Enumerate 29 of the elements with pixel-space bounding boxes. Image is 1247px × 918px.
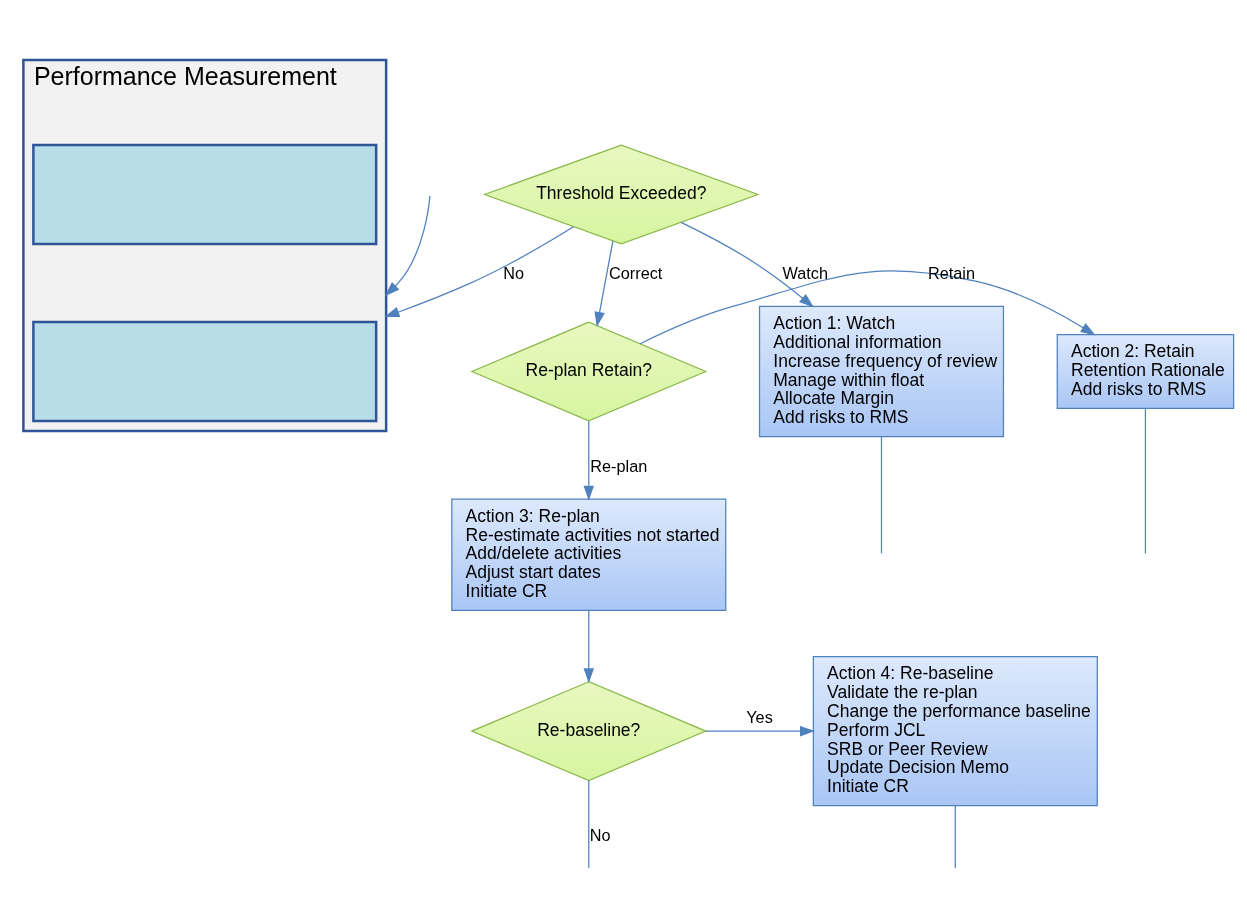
connector [588, 779, 590, 869]
node-box [32, 143, 378, 245]
edge-label: Retain [928, 263, 976, 282]
node-diamond: Re-plan Retain? [470, 320, 708, 422]
arrow [680, 221, 814, 308]
node-box [32, 320, 378, 422]
connector [954, 804, 956, 869]
arrow [583, 420, 595, 501]
arrow [705, 725, 816, 736]
edge-label: Re-plan [590, 456, 648, 475]
node-box: Action 1: Watch Additional information Increase frequency of review Manage within float Allocate Margin Add risks to RMS [758, 305, 1005, 437]
node-diamond: Threshold Exceeded? [482, 143, 760, 245]
node-box: Action 4: Re-baseline Validate the re-plan Change the performance baseline Perform JCL SRB or Peer Review Update Decision Memo Initiate CR [812, 655, 1098, 806]
edge-label: Correct [609, 263, 663, 282]
edge-label: Yes [746, 707, 773, 726]
arrow [594, 240, 614, 327]
edge-label: Watch [782, 263, 828, 282]
node-diamond: Re-baseline? [470, 680, 708, 781]
arrow [384, 225, 575, 317]
cluster: Performance Measurement [22, 58, 388, 432]
node-box: Action 3: Re-plan Re-estimate activities not started Add/delete activities Adjust start dates Initiate CR [451, 497, 727, 611]
node-box: Action 2: Retain Retention Rationale Add risks to RMS [1056, 333, 1235, 409]
arrow [583, 609, 595, 683]
arrow [639, 269, 1096, 344]
arrow [384, 194, 431, 296]
edge-label: No [503, 263, 525, 282]
connector [1144, 407, 1147, 554]
edge-label: No [589, 825, 611, 844]
connector [880, 435, 883, 554]
